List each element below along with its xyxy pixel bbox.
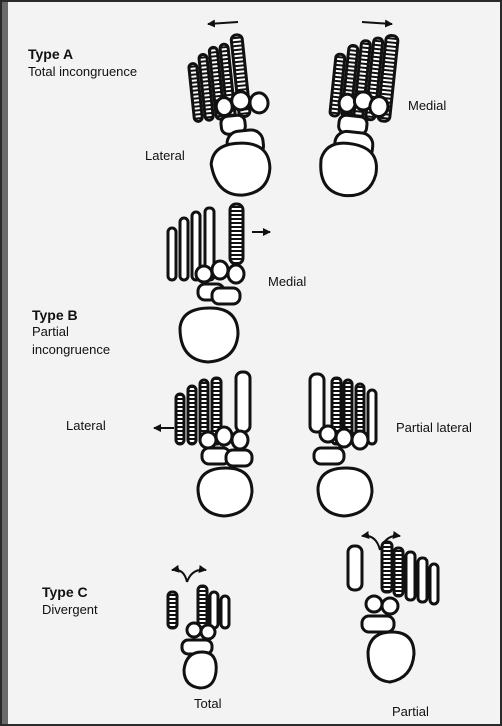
foot-type-b-lateral bbox=[176, 372, 252, 516]
type-b-partial-lateral-label: Partial lateral bbox=[396, 420, 472, 436]
type-a-medial-label: Medial bbox=[408, 98, 446, 114]
foot-type-c-partial bbox=[348, 542, 438, 682]
arrow-left-icon bbox=[208, 22, 238, 24]
type-b-medial-label: Medial bbox=[268, 274, 306, 290]
type-a-lateral-label: Lateral bbox=[145, 148, 185, 164]
type-a-title: Type A bbox=[28, 46, 73, 62]
foot-type-b-medial bbox=[168, 204, 244, 362]
type-c-total-caption: Total bbox=[194, 696, 221, 712]
arrow-curved-right-icon bbox=[187, 570, 206, 582]
arrow-curved-left-icon bbox=[172, 570, 187, 582]
type-c-title: Type C bbox=[42, 584, 88, 600]
arrow-right-icon bbox=[362, 22, 392, 24]
type-b-description-line2: incongruence bbox=[32, 342, 110, 358]
foot-type-c-total bbox=[168, 586, 229, 688]
type-b-lateral-label: Lateral bbox=[66, 418, 106, 434]
foot-type-a-lateral bbox=[186, 32, 277, 199]
type-a-description: Total incongruence bbox=[28, 64, 137, 80]
arrow-curved-left-icon bbox=[362, 536, 380, 550]
type-b-title: Type B bbox=[32, 307, 78, 323]
type-c-description: Divergent bbox=[42, 602, 98, 618]
type-b-description-line1: Partial bbox=[32, 324, 69, 340]
type-c-partial-caption: Partial bbox=[392, 704, 429, 720]
foot-type-a-medial bbox=[318, 30, 399, 200]
foot-type-b-partial-lateral bbox=[310, 374, 376, 516]
